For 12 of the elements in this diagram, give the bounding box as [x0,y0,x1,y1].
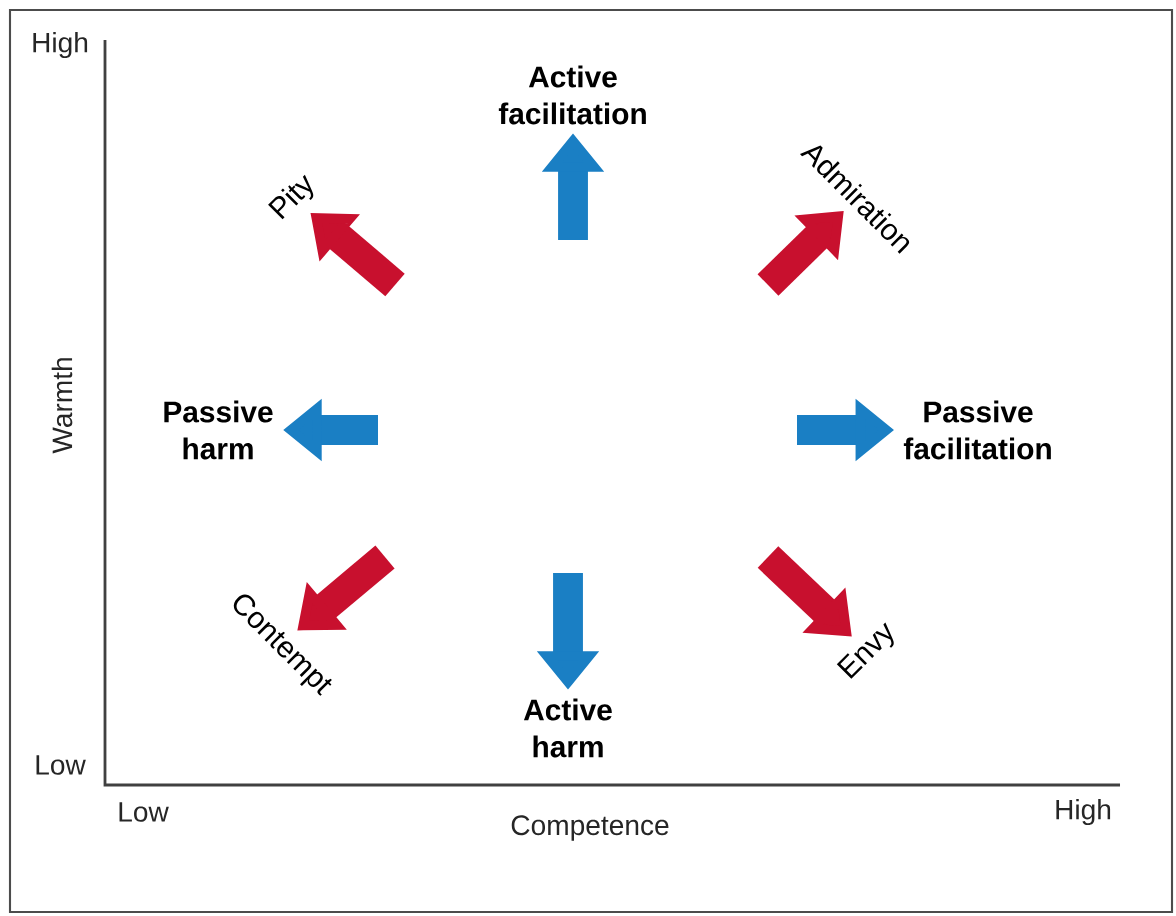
axis-title: Competence [511,815,669,841]
axis-title: Warmth [51,358,73,454]
emotion-label: Pity [268,174,314,220]
block-arrow [757,546,852,637]
emotion-label: Active facilitation [498,65,646,125]
emotion-label: Passive facilitation [903,400,1051,460]
axis-end-label: High [33,31,88,59]
axis-end-label: Low [119,802,169,822]
emotion-label: Active harm [523,698,612,758]
axis-end-label: Low [36,755,86,775]
emotion-label: Passive harm [164,400,273,460]
axis-end-label: High [1056,798,1111,826]
